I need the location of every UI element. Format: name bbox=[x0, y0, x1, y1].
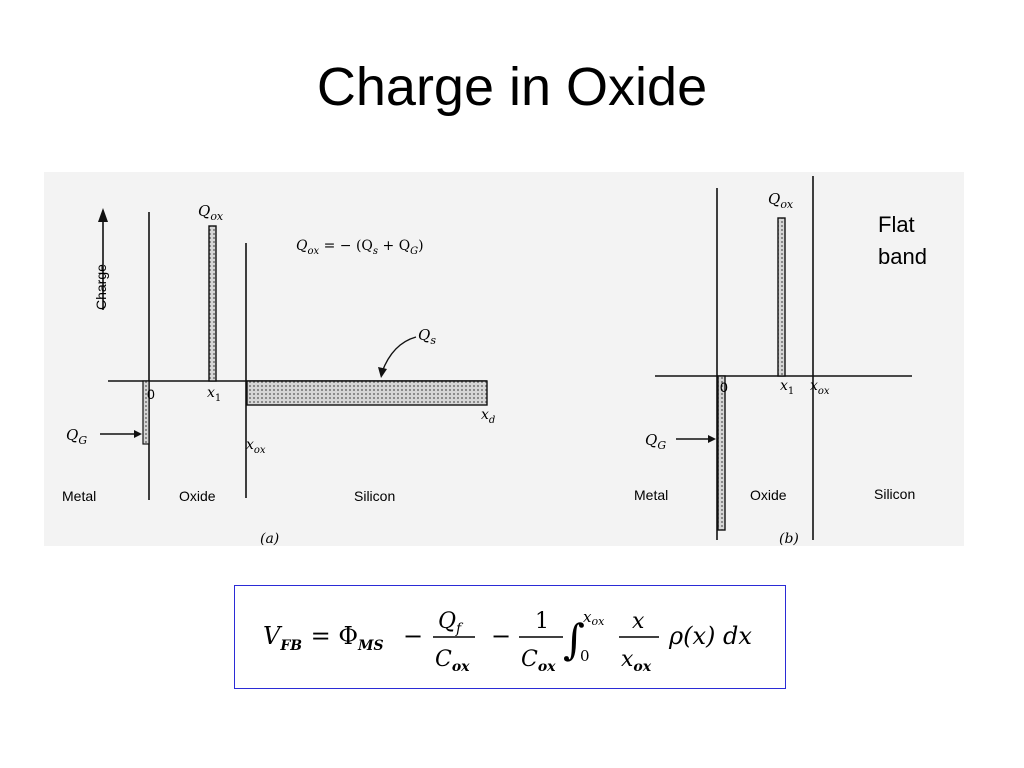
region-silicon-b: Silicon bbox=[874, 486, 915, 502]
flat-band-note-line1: Flat bbox=[878, 212, 915, 237]
qg-label-b: QG bbox=[645, 431, 666, 452]
region-oxide-b: Oxide bbox=[750, 487, 787, 503]
formula-minus-1: − bbox=[403, 622, 423, 650]
integral-upper-limit: xox bbox=[583, 608, 605, 628]
frac2-denominator: Cox bbox=[521, 647, 556, 675]
qox-label-b: Qox bbox=[768, 190, 794, 211]
formula-lhs: VFB bbox=[263, 622, 302, 654]
qg-label-a: QG bbox=[66, 426, 87, 447]
qg-bar-b bbox=[717, 375, 726, 531]
frac3-numerator: x bbox=[632, 609, 645, 634]
xox-label-a: xox bbox=[246, 437, 266, 456]
frac1-numerator: Qf bbox=[438, 609, 464, 637]
frac2-numerator: 1 bbox=[535, 609, 549, 634]
diagram-b-background bbox=[714, 172, 964, 546]
x1-label-b: x1 bbox=[780, 378, 794, 397]
qg-pointer-arrowhead-b bbox=[708, 435, 716, 443]
qox-label-a: Qox bbox=[198, 202, 224, 223]
qg-pointer-arrowhead-a bbox=[134, 430, 142, 438]
qg-bar-a bbox=[142, 380, 150, 445]
charge-axis-label: Charge bbox=[93, 264, 109, 310]
diagram-a: Charge Qox Qox = − (Qs + QG) Qs QG bbox=[62, 202, 495, 547]
frac3-denominator: xox bbox=[621, 647, 652, 675]
region-metal-b: Metal bbox=[634, 487, 668, 503]
diagram-b: Qox QG 0 x1 xox Metal Oxide Silicon (b) … bbox=[634, 176, 927, 547]
qs-pointer-arrow bbox=[381, 336, 417, 373]
diagram-a-background bbox=[44, 172, 714, 546]
qs-pointer-arrowhead bbox=[378, 367, 387, 378]
qox-bar-a bbox=[208, 225, 217, 382]
integral-lower-limit: 0 bbox=[580, 647, 590, 665]
flatband-voltage-formula: VFB = ΦMS − Qf Cox − 1 Cox ∫ bbox=[263, 608, 752, 675]
origin-label-b: 0 bbox=[720, 379, 728, 395]
origin-label-a: 0 bbox=[147, 386, 155, 402]
formula-phi: = ΦMS bbox=[303, 622, 384, 654]
frac1-denominator: Cox bbox=[435, 647, 470, 675]
region-metal-a: Metal bbox=[62, 488, 96, 504]
caption-b: (b) bbox=[779, 531, 799, 547]
xd-label: xd bbox=[481, 407, 495, 426]
region-oxide-a: Oxide bbox=[179, 488, 216, 504]
formula-minus-2: − bbox=[491, 622, 511, 650]
flat-band-note-line2: band bbox=[878, 244, 927, 269]
formula-integrand-tail: ρ(x) dx bbox=[668, 622, 752, 650]
qs-rectangle bbox=[246, 380, 488, 406]
qs-label: Qs bbox=[418, 326, 436, 347]
x1-label-a: x1 bbox=[207, 385, 221, 404]
charge-relation: Qox = − (Qs + QG) bbox=[296, 238, 424, 257]
qox-bar-b bbox=[777, 217, 786, 377]
caption-a: (a) bbox=[260, 531, 279, 547]
integral-sign: ∫ bbox=[563, 615, 585, 664]
region-silicon-a: Silicon bbox=[354, 488, 395, 504]
charge-axis-arrowhead bbox=[98, 208, 108, 222]
xox-label-b: xox bbox=[810, 378, 830, 397]
slide-title: Charge in Oxide bbox=[316, 57, 708, 117]
flatband-voltage-formula-box: VFB = ΦMS − Qf Cox − 1 Cox ∫ bbox=[234, 585, 786, 689]
